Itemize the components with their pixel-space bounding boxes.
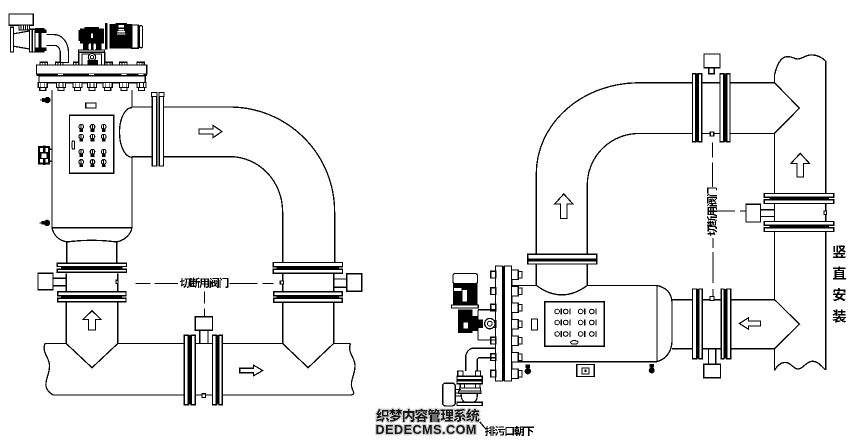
- svg-text:DEDECMS.COM: DEDECMS.COM: [376, 423, 477, 437]
